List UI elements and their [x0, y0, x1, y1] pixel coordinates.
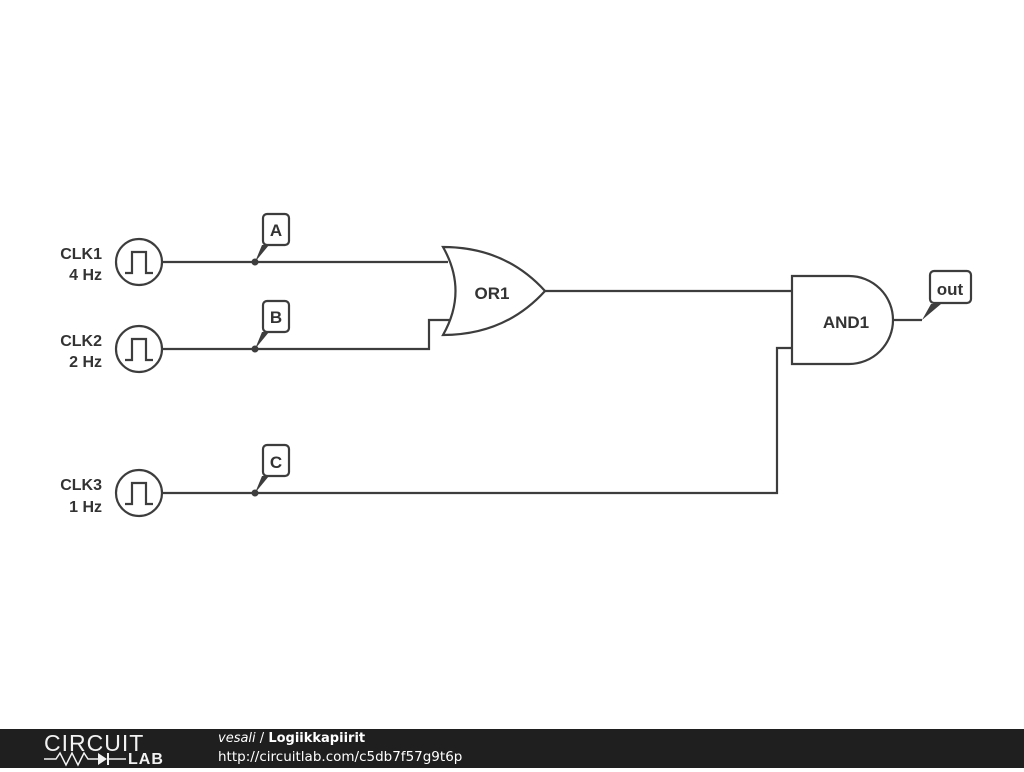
clk3-name-label: CLK3 — [60, 477, 102, 494]
circuitlab-logo-wordmark[interactable]: CIRCUIT — [44, 730, 145, 756]
or1-gate[interactable]: OR1 — [441, 245, 547, 337]
square-wave-icon — [125, 337, 153, 362]
credit-separator: / — [255, 731, 269, 746]
clk2-freq-label: 2 Hz — [69, 354, 102, 371]
and-gate-shape — [790, 274, 895, 366]
probe-pointer — [255, 332, 269, 349]
probe-pointer — [255, 476, 269, 493]
probe-box — [261, 443, 291, 478]
author-link[interactable]: vesali — [218, 731, 256, 746]
or1-label: OR1 — [475, 284, 510, 303]
clk1-freq-label: 4 Hz — [69, 267, 102, 284]
resistor-diode-icon — [44, 751, 126, 767]
probe-a-label: A — [270, 221, 282, 240]
clock-source-clk2[interactable] — [114, 324, 164, 374]
probe-box — [261, 299, 291, 334]
wire-clk2-to-or1 — [162, 318, 452, 351]
clk3-freq-label: 1 Hz — [69, 499, 102, 516]
credit-line: vesali / Logiikkapiirit — [218, 731, 365, 747]
clock-circle — [114, 324, 164, 374]
probe-box — [928, 269, 973, 305]
probe-a[interactable]: A — [251, 212, 291, 266]
logo-lab-text: LAB — [128, 751, 164, 768]
and1-label: AND1 — [823, 313, 869, 332]
probe-pointer — [255, 245, 269, 262]
probe-out[interactable]: out — [922, 269, 973, 320]
circuit-schematic: CLK1 4 Hz CLK2 2 Hz CLK3 1 Hz OR1 AND1 A… — [60, 212, 973, 518]
probe-b-label: B — [270, 308, 282, 327]
probe-box — [261, 212, 291, 247]
clock-circle — [114, 237, 164, 287]
circuit-title[interactable]: Logiikkapiirit — [268, 731, 366, 746]
clk2-name-label: CLK2 — [60, 333, 102, 350]
probe-out-label: out — [937, 280, 964, 299]
clock-source-clk3[interactable] — [114, 468, 164, 518]
square-wave-icon — [125, 250, 153, 275]
square-wave-icon — [125, 481, 153, 506]
probe-b[interactable]: B — [251, 299, 291, 353]
and1-gate[interactable]: AND1 — [790, 274, 895, 366]
or-gate-shape — [441, 245, 547, 337]
probe-pointer — [922, 304, 941, 320]
clock-source-clk1[interactable] — [114, 237, 164, 287]
clock-circle — [114, 468, 164, 518]
wire-clk3-to-and1 — [162, 346, 792, 495]
clk1-name-label: CLK1 — [60, 246, 102, 263]
footer-bar: CIRCUIT LAB vesali / Logiikkapiirit http… — [0, 729, 1024, 768]
probe-c-label: C — [270, 453, 282, 472]
circuit-url-link[interactable]: http://circuitlab.com/c5db7f57g9t6p — [218, 749, 463, 765]
circuitlab-logo-sub: LAB — [44, 751, 176, 768]
probe-c[interactable]: C — [251, 443, 291, 497]
